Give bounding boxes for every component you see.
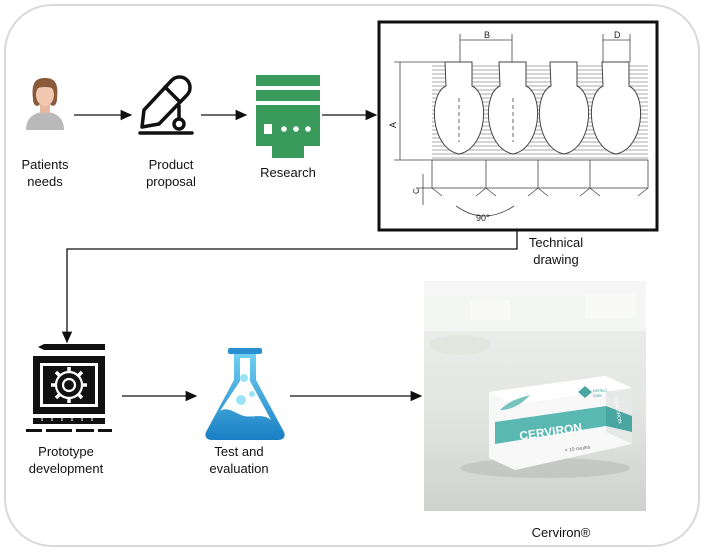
prototype-development-icon	[26, 344, 112, 432]
flask-icon	[205, 348, 285, 440]
prototype-development-label: Prototype development	[28, 444, 104, 476]
patient-avatar-icon	[26, 78, 64, 130]
product-proposal-icon	[138, 75, 194, 135]
dim-b-text: B	[484, 30, 490, 40]
package-brand-line1: perfect	[593, 388, 608, 393]
arrow-drawing-to-prototype	[61, 231, 518, 344]
technical-drawing-label: Technical drawing	[528, 235, 584, 267]
dim-c-text: C	[412, 188, 421, 194]
cerviron-product-photo: perfect care CERVIRON × 10 ovules CERVIR…	[424, 281, 646, 511]
patients-needs-label: Patients needs	[21, 157, 69, 189]
package-count-text: × 10 ovules	[564, 444, 591, 454]
technical-drawing-image: B D A C 90°	[377, 20, 659, 232]
research-label: Research	[260, 165, 316, 180]
angle-text: 90°	[476, 213, 490, 223]
cerviron-label: Cerviron®	[531, 525, 591, 540]
product-proposal-label: Product proposal	[146, 157, 196, 189]
dim-d-text: D	[614, 30, 621, 40]
test-evaluation-label: Test and evaluation	[209, 444, 269, 476]
research-icon	[256, 75, 320, 158]
package-brand-line2: care	[593, 393, 602, 398]
package-side-text: CERVIRON	[612, 397, 623, 424]
dim-a-text: A	[388, 122, 398, 128]
